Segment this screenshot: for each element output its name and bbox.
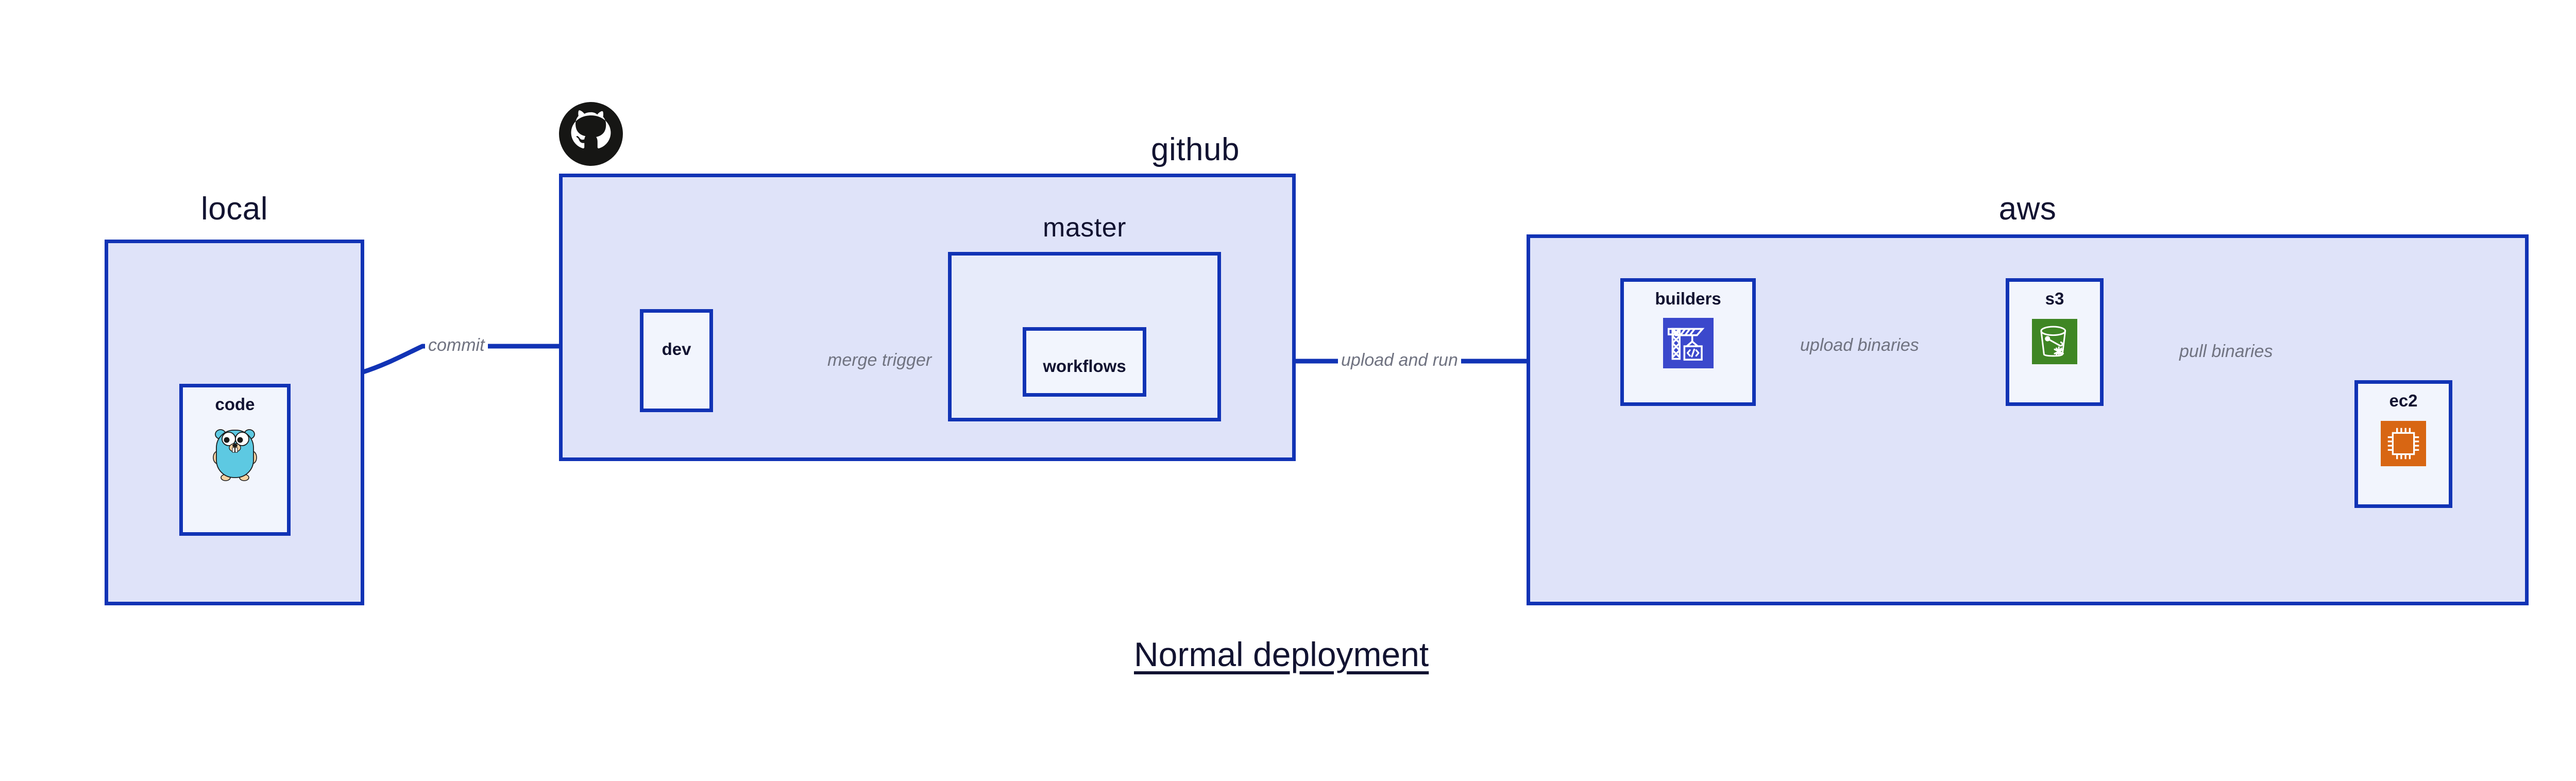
node-builders[interactable]: builders (1620, 278, 1756, 406)
node-ec2-label: ec2 (2389, 391, 2418, 410)
node-code[interactable]: code (179, 384, 291, 536)
group-title-aws: aws (1998, 191, 2057, 227)
node-code-label: code (215, 395, 255, 414)
node-ec2[interactable]: ec2 (2354, 380, 2452, 508)
node-s3[interactable]: s3 (2006, 278, 2104, 406)
node-workflows-label: workflows (1043, 356, 1126, 376)
node-builders-label: builders (1655, 289, 1721, 308)
group-title-local: local (200, 191, 268, 227)
github-octocat-logo (559, 102, 623, 166)
group-title-github: github (1151, 132, 1240, 167)
subgroup-title-master: master (1043, 213, 1126, 243)
node-workflows[interactable]: workflows (1023, 327, 1146, 397)
go-gopher-icon (212, 426, 258, 482)
edge-label-commit: commit (425, 335, 488, 355)
edge-label-upload-binaries: upload binaries (1797, 335, 1922, 355)
node-dev-label: dev (662, 339, 691, 359)
node-dev[interactable]: dev (640, 309, 713, 412)
node-s3-label: s3 (2045, 289, 2064, 308)
edge-label-upload-and-run: upload and run (1338, 350, 1461, 370)
aws-ec2-chip-icon (2381, 421, 2426, 466)
page-title: Normal deployment (1134, 635, 1429, 673)
aws-s3-bucket-icon (2032, 319, 2077, 364)
edge-label-pull-binaries: pull binaries (2176, 342, 2276, 362)
edge-label-merge-trigger: merge trigger (824, 350, 935, 370)
aws-codebuild-icon (1663, 318, 1714, 368)
